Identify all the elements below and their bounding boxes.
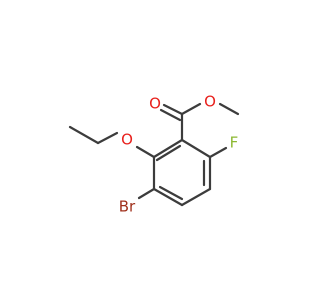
atom-fluorine: F	[230, 134, 239, 152]
atom-bromine: Br	[119, 198, 136, 216]
bond-ch2-ch3	[68, 125, 100, 145]
bond-ester-o-methyl	[218, 102, 240, 116]
ring-bond-c3-c4-inner	[158, 185, 184, 201]
atom-oxygen-ether: O	[121, 131, 133, 149]
bond-ring-bromine	[137, 187, 156, 200]
atom-oxygen-ester: O	[204, 93, 216, 111]
ring-bond-c3-c4	[152, 187, 184, 207]
bond-ether-o-ch2	[96, 131, 119, 145]
ring-bond-c4-c5	[180, 187, 212, 207]
bond-ring-ether-o	[135, 145, 156, 159]
structure-canvas: O O O F Br	[68, 92, 240, 216]
atom-oxygen-carbonyl: O	[149, 95, 161, 113]
ring-bond-c1-c2	[152, 138, 184, 159]
molecule-diagram: O O O F Br	[68, 93, 240, 216]
bond-carbonyl-double-b	[159, 108, 182, 122]
ring-bond-c1-c2-inner	[155, 144, 182, 162]
bond-carbonyl-ester-o	[180, 102, 202, 116]
bond-carbonyl-double-a	[162, 103, 184, 116]
bond-ring-fluorine	[208, 146, 228, 159]
ring-bond-c6-c1	[180, 138, 212, 159]
